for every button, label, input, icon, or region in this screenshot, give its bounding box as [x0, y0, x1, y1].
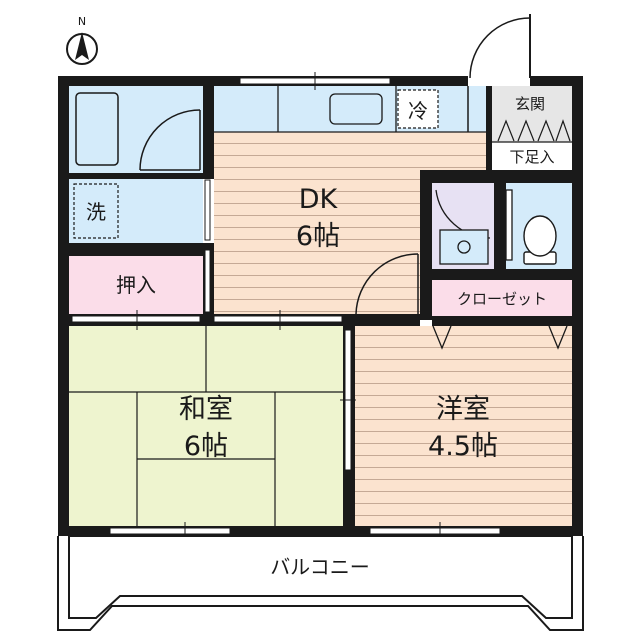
closet-label: クローゼット [457, 290, 547, 308]
balcony-label: バルコニー [270, 555, 370, 579]
balcony [57, 535, 584, 631]
closet-room [432, 280, 572, 316]
tatami-grid [69, 326, 343, 526]
genkan-area [486, 86, 572, 142]
oshiire-label: 押入 [116, 273, 156, 297]
north-compass-icon: N [66, 15, 98, 65]
youshitsu-door [355, 253, 419, 315]
kitchen-fixtures [214, 86, 486, 133]
youshitsu-room [355, 326, 572, 526]
toilet-icon [523, 215, 557, 265]
fridge-label: 冷 [408, 99, 428, 123]
youshitsu-name: 洋室 [436, 394, 490, 425]
dk-room [214, 132, 420, 314]
fridge-space: 冷 [397, 89, 439, 129]
getabako-doors [492, 119, 572, 143]
sink-icon [329, 93, 383, 125]
wc-fixtures [435, 189, 513, 265]
oshiire-room [69, 256, 203, 314]
washitsu-size: 6帖 [184, 431, 228, 462]
closet-doors [432, 325, 568, 350]
genkan-label: 玄関 [515, 95, 545, 113]
entrance-door [469, 14, 531, 79]
washer-label: 洗 [86, 200, 106, 224]
bath-door [139, 109, 201, 171]
getabako-cabinet [492, 142, 572, 170]
washbasin-icon [439, 229, 489, 265]
youshitsu-size: 4.5帖 [428, 431, 498, 462]
dk-name: DK [299, 184, 339, 215]
bathtub-icon [75, 92, 119, 166]
getabako-label: 下足入 [509, 148, 554, 166]
north-label: N [78, 15, 86, 28]
windows [71, 72, 501, 540]
washer-icon: 洗 [73, 183, 119, 239]
washitsu-name: 和室 [179, 394, 233, 425]
dk-size: 6帖 [296, 221, 340, 252]
